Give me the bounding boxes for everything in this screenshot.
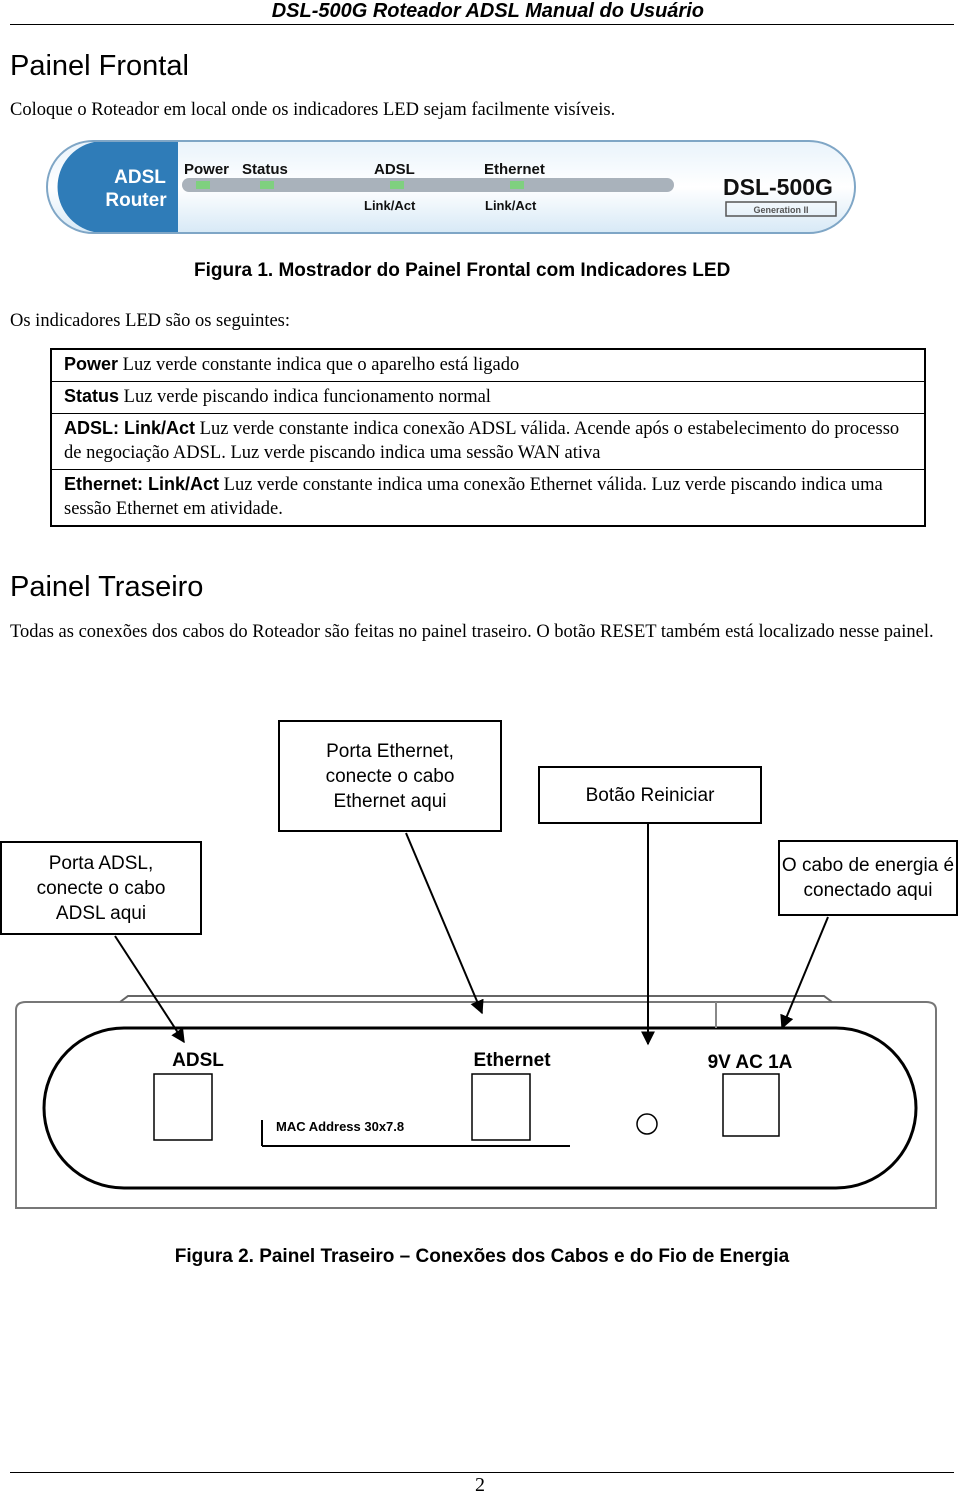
ethernet-port-icon (471, 1073, 531, 1141)
callout-reset-text: Botão Reiniciar (585, 784, 715, 806)
header-rule (10, 24, 954, 25)
front-panel-heading: Painel Frontal (10, 50, 189, 82)
front-model-name: DSL-500G (723, 174, 833, 200)
led-sub-ethernet: Link/Act (485, 198, 537, 213)
led-desc: Luz verde constante indica que o aparelh… (118, 355, 520, 375)
front-panel-illustration: ADSL Router Power Status ADSL Ethernet L… (46, 140, 856, 234)
table-row: Status Luz verde piscando indica funcion… (50, 381, 926, 414)
led-row-power: Power Luz verde constante indica que o a… (50, 348, 926, 382)
led-name: ADSL: Link/Act (64, 418, 196, 438)
led-label-ethernet: Ethernet (484, 161, 545, 178)
front-panel-intro: Coloque o Roteador em local onde os indi… (10, 100, 616, 120)
table-row: Power Luz verde constante indica que o a… (50, 348, 926, 382)
led-row-status: Status Luz verde piscando indica funcion… (50, 381, 926, 414)
figure1-caption: Figura 1. Mostrador do Painel Frontal co… (194, 260, 731, 281)
callout-adsl-port: Porta ADSL, conecte o cabo ADSL aqui (0, 841, 202, 935)
led-row-adsl: ADSL: Link/Act Luz verde constante indic… (50, 413, 926, 470)
front-brand-line1: ADSL (114, 167, 166, 188)
led-desc: Luz verde piscando indica funcionamento … (119, 387, 491, 407)
rear-panel-illustration: ADSL Ethernet 9V AC 1A MAC Address 30x7.… (15, 824, 937, 1209)
led-description-table: Power Luz verde constante indica que o a… (50, 348, 926, 527)
callout-reset-button: Botão Reiniciar (538, 766, 762, 824)
footer-rule (10, 1472, 954, 1473)
led-name: Status (64, 386, 120, 406)
led-desc: Luz verde constante indica uma conexão E… (64, 475, 883, 519)
led-power-indicator (196, 181, 210, 189)
front-generation-logo: Generation II (753, 205, 808, 215)
page-number: 2 (475, 1474, 485, 1496)
led-list-intro: Os indicadores LED são os seguintes: (10, 311, 291, 331)
led-desc: Luz verde constante indica conexão ADSL … (64, 419, 900, 463)
led-adsl-indicator (390, 181, 404, 189)
power-jack-icon (722, 1073, 780, 1137)
rear-label-ethernet: Ethernet (473, 1050, 551, 1071)
rear-label-power: 9V AC 1A (708, 1052, 793, 1073)
led-sub-adsl: Link/Act (364, 198, 416, 213)
led-name: Power (64, 354, 119, 374)
arrow-adsl (114, 935, 185, 1044)
arrow-power (780, 916, 829, 1030)
adsl-port-icon (153, 1073, 213, 1141)
document-header-title: DSL-500G Roteador ADSL Manual do Usuário (271, 0, 704, 22)
led-label-power: Power (184, 161, 229, 178)
rear-label-adsl: ADSL (172, 1050, 224, 1071)
led-ethernet-indicator (510, 181, 524, 189)
callout-power-text: O cabo de energia é conectado aqui (781, 855, 955, 901)
table-row: Ethernet: Link/Act Luz verde constante i… (50, 469, 926, 527)
table-row: ADSL: Link/Act Luz verde constante indic… (50, 413, 926, 470)
led-name: Ethernet: Link/Act (64, 474, 220, 494)
led-row-ethernet: Ethernet: Link/Act Luz verde constante i… (50, 469, 926, 527)
reset-button-icon (636, 1113, 658, 1135)
led-status-indicator (260, 181, 274, 189)
led-label-status: Status (242, 161, 288, 178)
callout-adsl-text: Porta ADSL, conecte o cabo ADSL aqui (36, 852, 166, 924)
led-label-adsl: ADSL (374, 161, 415, 178)
callout-power-cable: O cabo de energia é conectado aqui (778, 840, 958, 916)
rear-mac-label: MAC Address 30x7.8 (276, 1119, 404, 1134)
rear-panel-heading: Painel Traseiro (10, 571, 204, 603)
figure2-caption: Figura 2. Painel Traseiro – Conexões dos… (174, 1246, 790, 1267)
callout-ethernet-port: Porta Ethernet, conecte o cabo Ethernet … (278, 720, 502, 832)
rear-panel-intro: Todas as conexões dos cabos do Roteador … (10, 622, 934, 642)
arrow-ethernet (405, 832, 484, 1015)
callout-ethernet-text: Porta Ethernet, conecte o cabo Ethernet … (325, 740, 455, 812)
front-brand-line2: Router (105, 190, 167, 211)
